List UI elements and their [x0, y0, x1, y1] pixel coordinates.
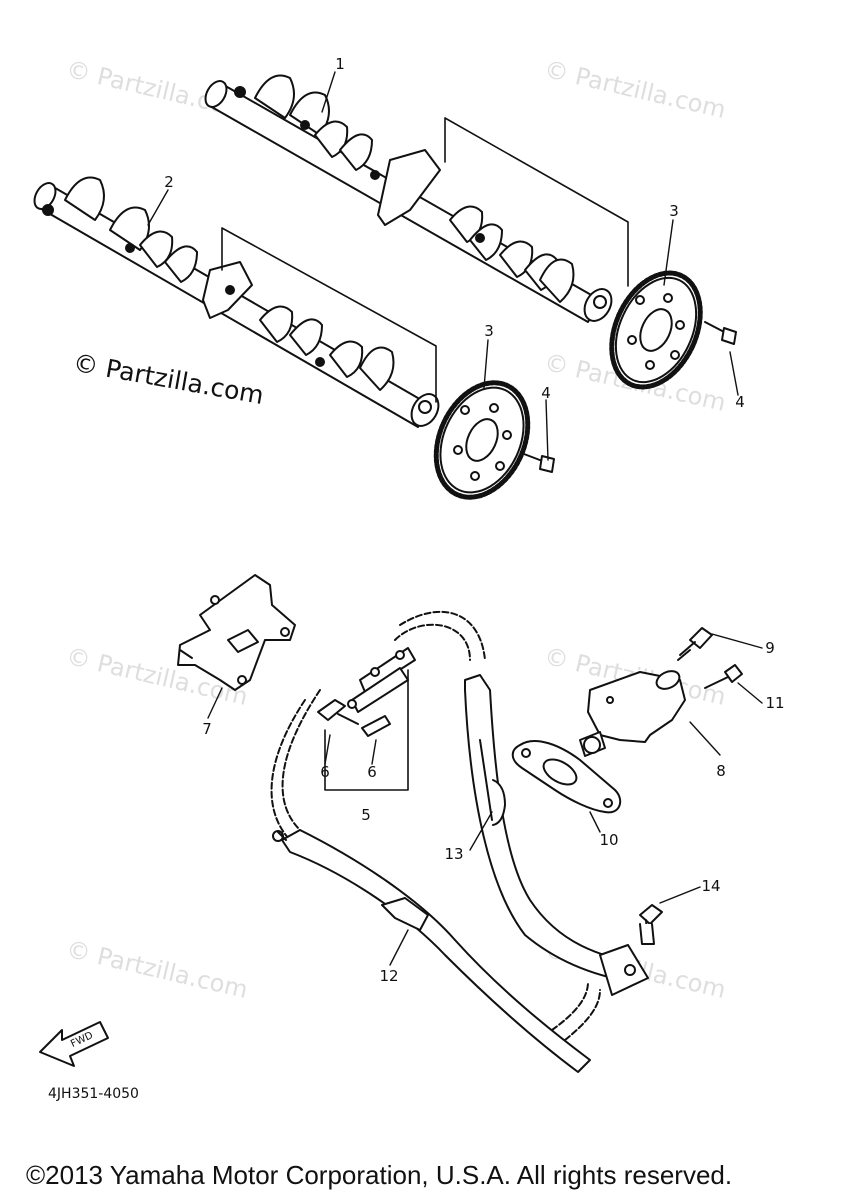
timing-chain [270, 610, 601, 1041]
forward-arrow-icon [39, 1021, 109, 1067]
callout-10: 10 [599, 831, 619, 849]
sprocket-bolt-lower [523, 453, 555, 473]
callout-4-lower: 4 [541, 384, 551, 402]
guide-bolt [639, 904, 663, 945]
tensioner-bolt-small [704, 664, 743, 689]
callout-14: 14 [701, 877, 721, 895]
callout-11: 11 [765, 694, 785, 712]
chain-guide-rear [464, 674, 649, 996]
callout-9: 9 [765, 639, 775, 657]
camshaft-lower [33, 176, 440, 428]
callout-6-right: 6 [367, 763, 377, 781]
callout-5: 5 [361, 806, 371, 824]
callout-8: 8 [716, 762, 726, 780]
chain-guide-long [272, 829, 591, 1073]
chain-guide-top [177, 574, 296, 691]
callout-6-left: 6 [320, 763, 330, 781]
leader-lines [147, 71, 763, 966]
tensioner-gasket [511, 740, 622, 814]
cam-sprocket-lower [433, 380, 531, 500]
callout-4-upper: 4 [735, 393, 745, 411]
callout-12: 12 [379, 967, 399, 985]
chain-link-plate [317, 699, 391, 737]
chain-links [347, 647, 416, 713]
cam-sprocket-upper [609, 270, 703, 390]
callout-2: 2 [164, 173, 174, 191]
diagram-code: 4JH351-4050 [48, 1086, 139, 1102]
tensioner-bolt-large [677, 627, 713, 661]
callout-3-upper: 3 [669, 202, 679, 220]
callout-1: 1 [335, 55, 345, 73]
camshaft-upper [204, 74, 613, 323]
copyright-notice: ©2013 Yamaha Motor Corporation, U.S.A. A… [26, 1160, 733, 1190]
callout-13: 13 [444, 845, 464, 863]
chain-tensioner [579, 670, 686, 757]
sprocket-bolt-upper [704, 321, 737, 345]
callout-3-lower: 3 [484, 322, 494, 340]
callout-7: 7 [202, 720, 212, 738]
